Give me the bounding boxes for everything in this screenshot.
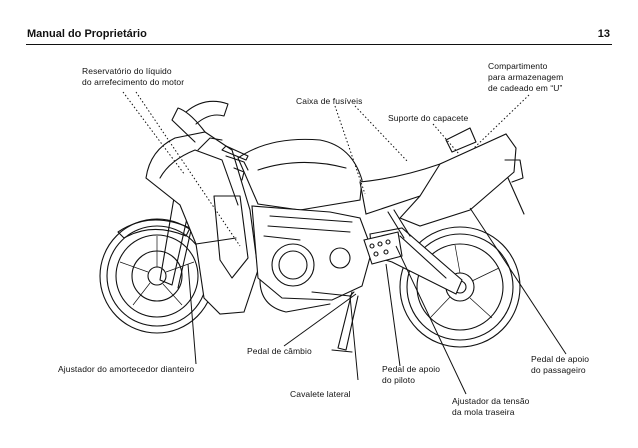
- page-number: 13: [597, 28, 610, 40]
- callout-rider-footrest: Pedal de apoio do piloto: [382, 364, 441, 385]
- callout-front-shock-adjuster: Ajustador do amortecedor dianteiro: [58, 364, 195, 374]
- callout-storage-compartment: Compartimento para armazenagem de cadead…: [488, 61, 564, 93]
- callout-coolant-reservoir: Reservatório do líquido do arrefecimento…: [82, 66, 185, 87]
- rear-wheel: [399, 226, 521, 348]
- callout-helmet-holder: Suporte do capacete: [388, 113, 469, 123]
- callout-shift-pedal: Pedal de câmbio: [247, 346, 312, 356]
- front-fender: [117, 219, 191, 239]
- fuel-tank: [237, 138, 363, 211]
- header-rule: [26, 44, 612, 45]
- callout-fuse-box: Caixa de fusíveis: [296, 96, 363, 106]
- fairing: [145, 100, 259, 315]
- callout-side-stand: Cavalete lateral: [290, 389, 351, 399]
- callout-passenger-footrest: Pedal de apoio do passageiro: [531, 354, 590, 375]
- side-stand: [337, 291, 359, 351]
- callout-leaders: [122, 91, 567, 395]
- page-title: Manual do Proprietário: [27, 28, 147, 40]
- engine: [251, 205, 373, 313]
- tail-section: [399, 133, 517, 227]
- rear-shock: [387, 209, 411, 239]
- footpeg-bracket: [363, 231, 403, 265]
- callout-rear-spring-adjuster: Ajustador da tensão da mola traseira: [452, 396, 530, 417]
- handlebar: [221, 145, 249, 161]
